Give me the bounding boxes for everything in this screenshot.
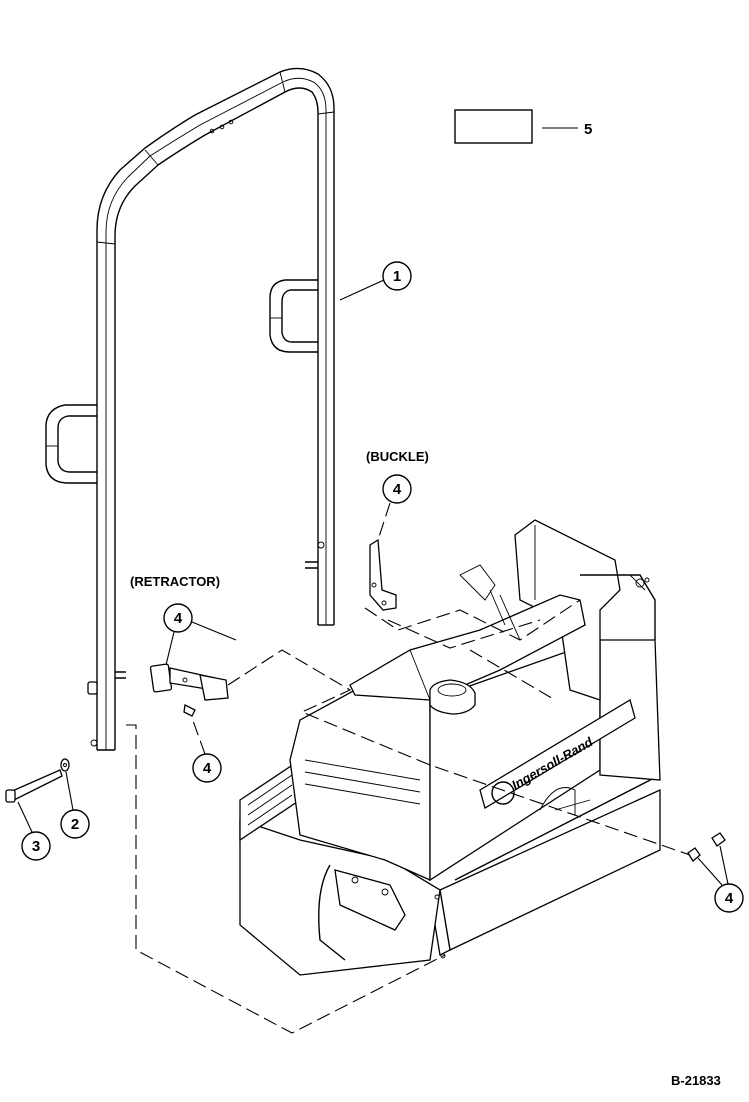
callout-1-number: 1	[393, 268, 401, 285]
callout-3-number: 3	[32, 838, 40, 855]
retractor-part	[149, 663, 229, 717]
callout-4-screw: 4	[191, 717, 222, 783]
machine-body: Ingersoll-Rand	[239, 519, 661, 976]
callout-4-buckle: (BUCKLE) 4	[366, 449, 429, 541]
mount-nuts-part	[687, 832, 726, 862]
washer-part	[60, 758, 70, 772]
callout-4-nuts: 4	[697, 845, 744, 913]
decal-part	[454, 109, 578, 144]
buckle-part	[369, 538, 397, 611]
callout-1: 1	[339, 261, 412, 301]
assembly-lines	[126, 599, 691, 1034]
callout-4-buckle-number: 4	[393, 481, 402, 498]
callout-4-nuts-number: 4	[725, 890, 734, 907]
buckle-label: (BUCKLE)	[366, 449, 429, 464]
retractor-label: (RETRACTOR)	[130, 574, 220, 589]
callout-4-retractor-number: 4	[174, 610, 183, 627]
rops-frame	[45, 67, 335, 751]
callout-5-number: 5	[584, 121, 592, 138]
callout-3: 3	[17, 801, 51, 861]
callout-5: 5	[584, 121, 592, 138]
callout-2: 2	[60, 771, 90, 839]
drawing-number: B-21833	[671, 1073, 721, 1088]
callout-4-screw-number: 4	[203, 760, 212, 777]
callout-4-retractor: (RETRACTOR) 4	[130, 574, 237, 666]
bolt-part	[5, 769, 63, 803]
callout-2-number: 2	[71, 816, 79, 833]
